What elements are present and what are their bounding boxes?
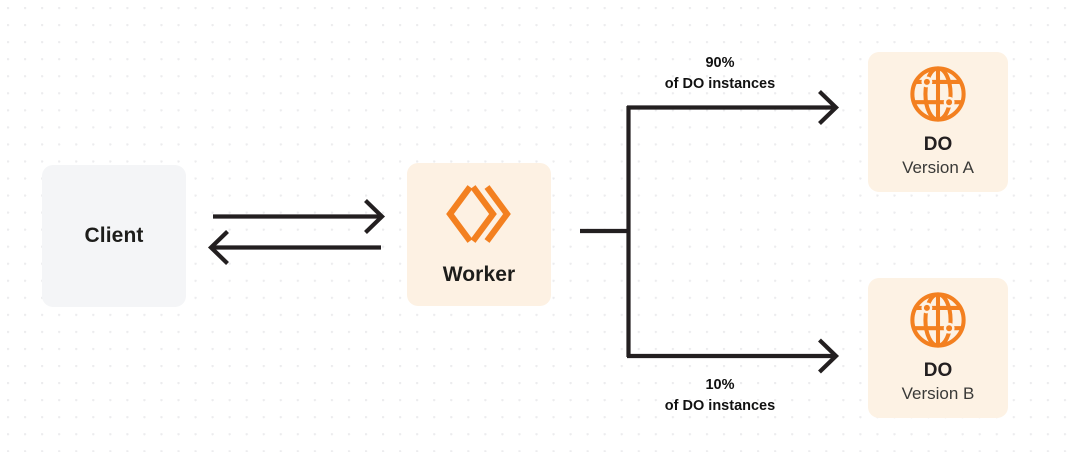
node-do-a-title: DO xyxy=(923,133,953,155)
cloudflare-workers-icon xyxy=(445,183,513,245)
node-do-version-b[interactable]: DO Version B xyxy=(868,278,1008,418)
edge-label-do-b-percent: 10% xyxy=(705,377,735,393)
edge-label-do-a: 90% of DO instances xyxy=(615,53,825,94)
arrow-worker-to-do-a xyxy=(627,90,840,125)
arrow-worker-to-do-b xyxy=(627,338,840,374)
edge-label-do-b-caption: of DO instances xyxy=(664,397,776,414)
durable-object-globe-icon xyxy=(909,65,967,123)
node-client[interactable]: Client xyxy=(42,165,186,307)
durable-object-globe-icon xyxy=(909,291,967,349)
node-worker-label: Worker xyxy=(442,262,516,286)
arrow-client-to-worker xyxy=(213,199,386,234)
node-do-b-subtitle: Version B xyxy=(901,384,975,404)
node-do-version-a[interactable]: DO Version A xyxy=(868,52,1008,192)
node-client-label: Client xyxy=(84,224,144,248)
node-worker[interactable]: Worker xyxy=(407,163,551,306)
node-do-a-subtitle: Version A xyxy=(902,158,974,178)
edge-label-do-a-caption: of DO instances xyxy=(664,75,776,92)
node-do-b-title: DO xyxy=(923,359,953,381)
arrow-worker-to-client xyxy=(207,230,381,265)
edge-label-do-a-percent: 90% xyxy=(705,55,735,71)
split-bus xyxy=(580,106,631,357)
edge-label-do-b: 10% of DO instances xyxy=(615,375,825,416)
